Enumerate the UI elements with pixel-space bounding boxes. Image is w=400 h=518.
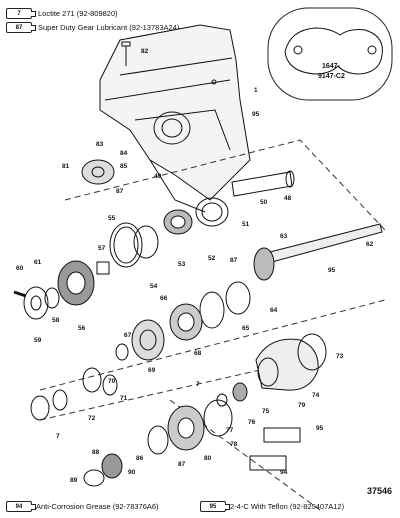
legend-item-anti-corrosion: 94 Anti-Corrosion Grease (92-78376A6) bbox=[6, 501, 159, 512]
callout-number: 55 bbox=[108, 215, 116, 222]
callout-number: 66 bbox=[160, 295, 168, 302]
callout-number: 73 bbox=[336, 353, 344, 360]
callout-number: 81 bbox=[62, 163, 70, 170]
callout-number: 87 bbox=[178, 461, 186, 468]
callout-number: 63 bbox=[280, 233, 288, 240]
lubricant-tube-icon: 94 bbox=[6, 501, 36, 512]
callout-number: 74 bbox=[312, 392, 320, 399]
callout-number: 56 bbox=[78, 325, 86, 332]
callout-number: 7 bbox=[56, 433, 60, 440]
callout-number: 79 bbox=[298, 402, 306, 409]
callout-number: 1 bbox=[254, 87, 258, 94]
callout-number: 72 bbox=[88, 415, 96, 422]
legend-item-teflon: 95 2-4-C With Teflon (92-825407A12) bbox=[200, 501, 344, 512]
callout-number: 69 bbox=[148, 367, 156, 374]
gear-housing bbox=[99, 24, 251, 213]
legend-text: Loctite 271 (92-809820) bbox=[38, 9, 118, 18]
callout-number: 49 bbox=[154, 173, 162, 180]
callout-number: 86 bbox=[136, 455, 144, 462]
callout-number: 89 bbox=[70, 477, 78, 484]
legend-text: Super Duty Gear Lubricant (92-13783A24) bbox=[38, 23, 180, 32]
callout-number: 83 bbox=[96, 141, 104, 148]
callout-number: 68 bbox=[194, 350, 202, 357]
callout-number: 59 bbox=[34, 337, 42, 344]
callout-number: 53 bbox=[178, 261, 186, 268]
callout-number: 85 bbox=[120, 163, 128, 170]
callout-number: 54 bbox=[150, 283, 158, 290]
callout-number: 76 bbox=[248, 419, 256, 426]
inset-label-line1: 1647- bbox=[322, 63, 341, 70]
callout-number: 95 bbox=[316, 425, 324, 432]
callout-number: 84 bbox=[120, 150, 128, 157]
callout-number: 67 bbox=[124, 332, 132, 339]
callout-number: 80 bbox=[204, 455, 212, 462]
legend-item-loctite: 7 Loctite 271 (92-809820) bbox=[6, 8, 118, 19]
inset-detail bbox=[267, 7, 393, 101]
callout-number: 65 bbox=[242, 325, 250, 332]
legend-text: Anti-Corrosion Grease (92-78376A6) bbox=[36, 502, 159, 511]
lubricant-tube-icon: 87 bbox=[6, 22, 36, 33]
callout-number: 95 bbox=[252, 111, 260, 118]
callout-number: 7 bbox=[196, 381, 200, 388]
callout-number: 58 bbox=[52, 317, 60, 324]
figure-number: 37546 bbox=[366, 486, 392, 496]
callout-number: 70 bbox=[108, 378, 116, 385]
callout-number: 48 bbox=[284, 195, 292, 202]
callout-number: 82 bbox=[141, 48, 149, 55]
callout-number: 71 bbox=[120, 395, 128, 402]
callout-number: 94 bbox=[280, 469, 288, 476]
callout-number: 52 bbox=[208, 255, 216, 262]
callout-number: 57 bbox=[98, 245, 106, 252]
callout-number: 50 bbox=[260, 199, 268, 206]
legend-text: 2-4-C With Teflon (92-825407A12) bbox=[230, 502, 345, 511]
callout-number: 62 bbox=[366, 241, 374, 248]
callout-number: 60 bbox=[16, 265, 24, 272]
inset-label-line2: 9147-C2 bbox=[318, 73, 345, 80]
callout-number: 75 bbox=[262, 408, 270, 415]
callout-number: 87 bbox=[116, 188, 124, 195]
callout-number: 88 bbox=[92, 449, 100, 456]
legend-item-gear-lube: 87 Super Duty Gear Lubricant (92-13783A2… bbox=[6, 22, 179, 33]
lubricant-tube-icon: 95 bbox=[200, 501, 230, 512]
callout-number: 51 bbox=[242, 221, 250, 228]
screw-part bbox=[121, 41, 131, 66]
callout-number: 61 bbox=[34, 259, 42, 266]
callout-number: 90 bbox=[128, 469, 136, 476]
callout-number: 87 bbox=[230, 257, 238, 264]
callout-number: 95 bbox=[328, 267, 336, 274]
callout-number: 77 bbox=[226, 427, 234, 434]
callout-number: 64 bbox=[270, 307, 278, 314]
lubricant-tube-icon: 7 bbox=[6, 8, 36, 19]
callout-number: 78 bbox=[230, 441, 238, 448]
